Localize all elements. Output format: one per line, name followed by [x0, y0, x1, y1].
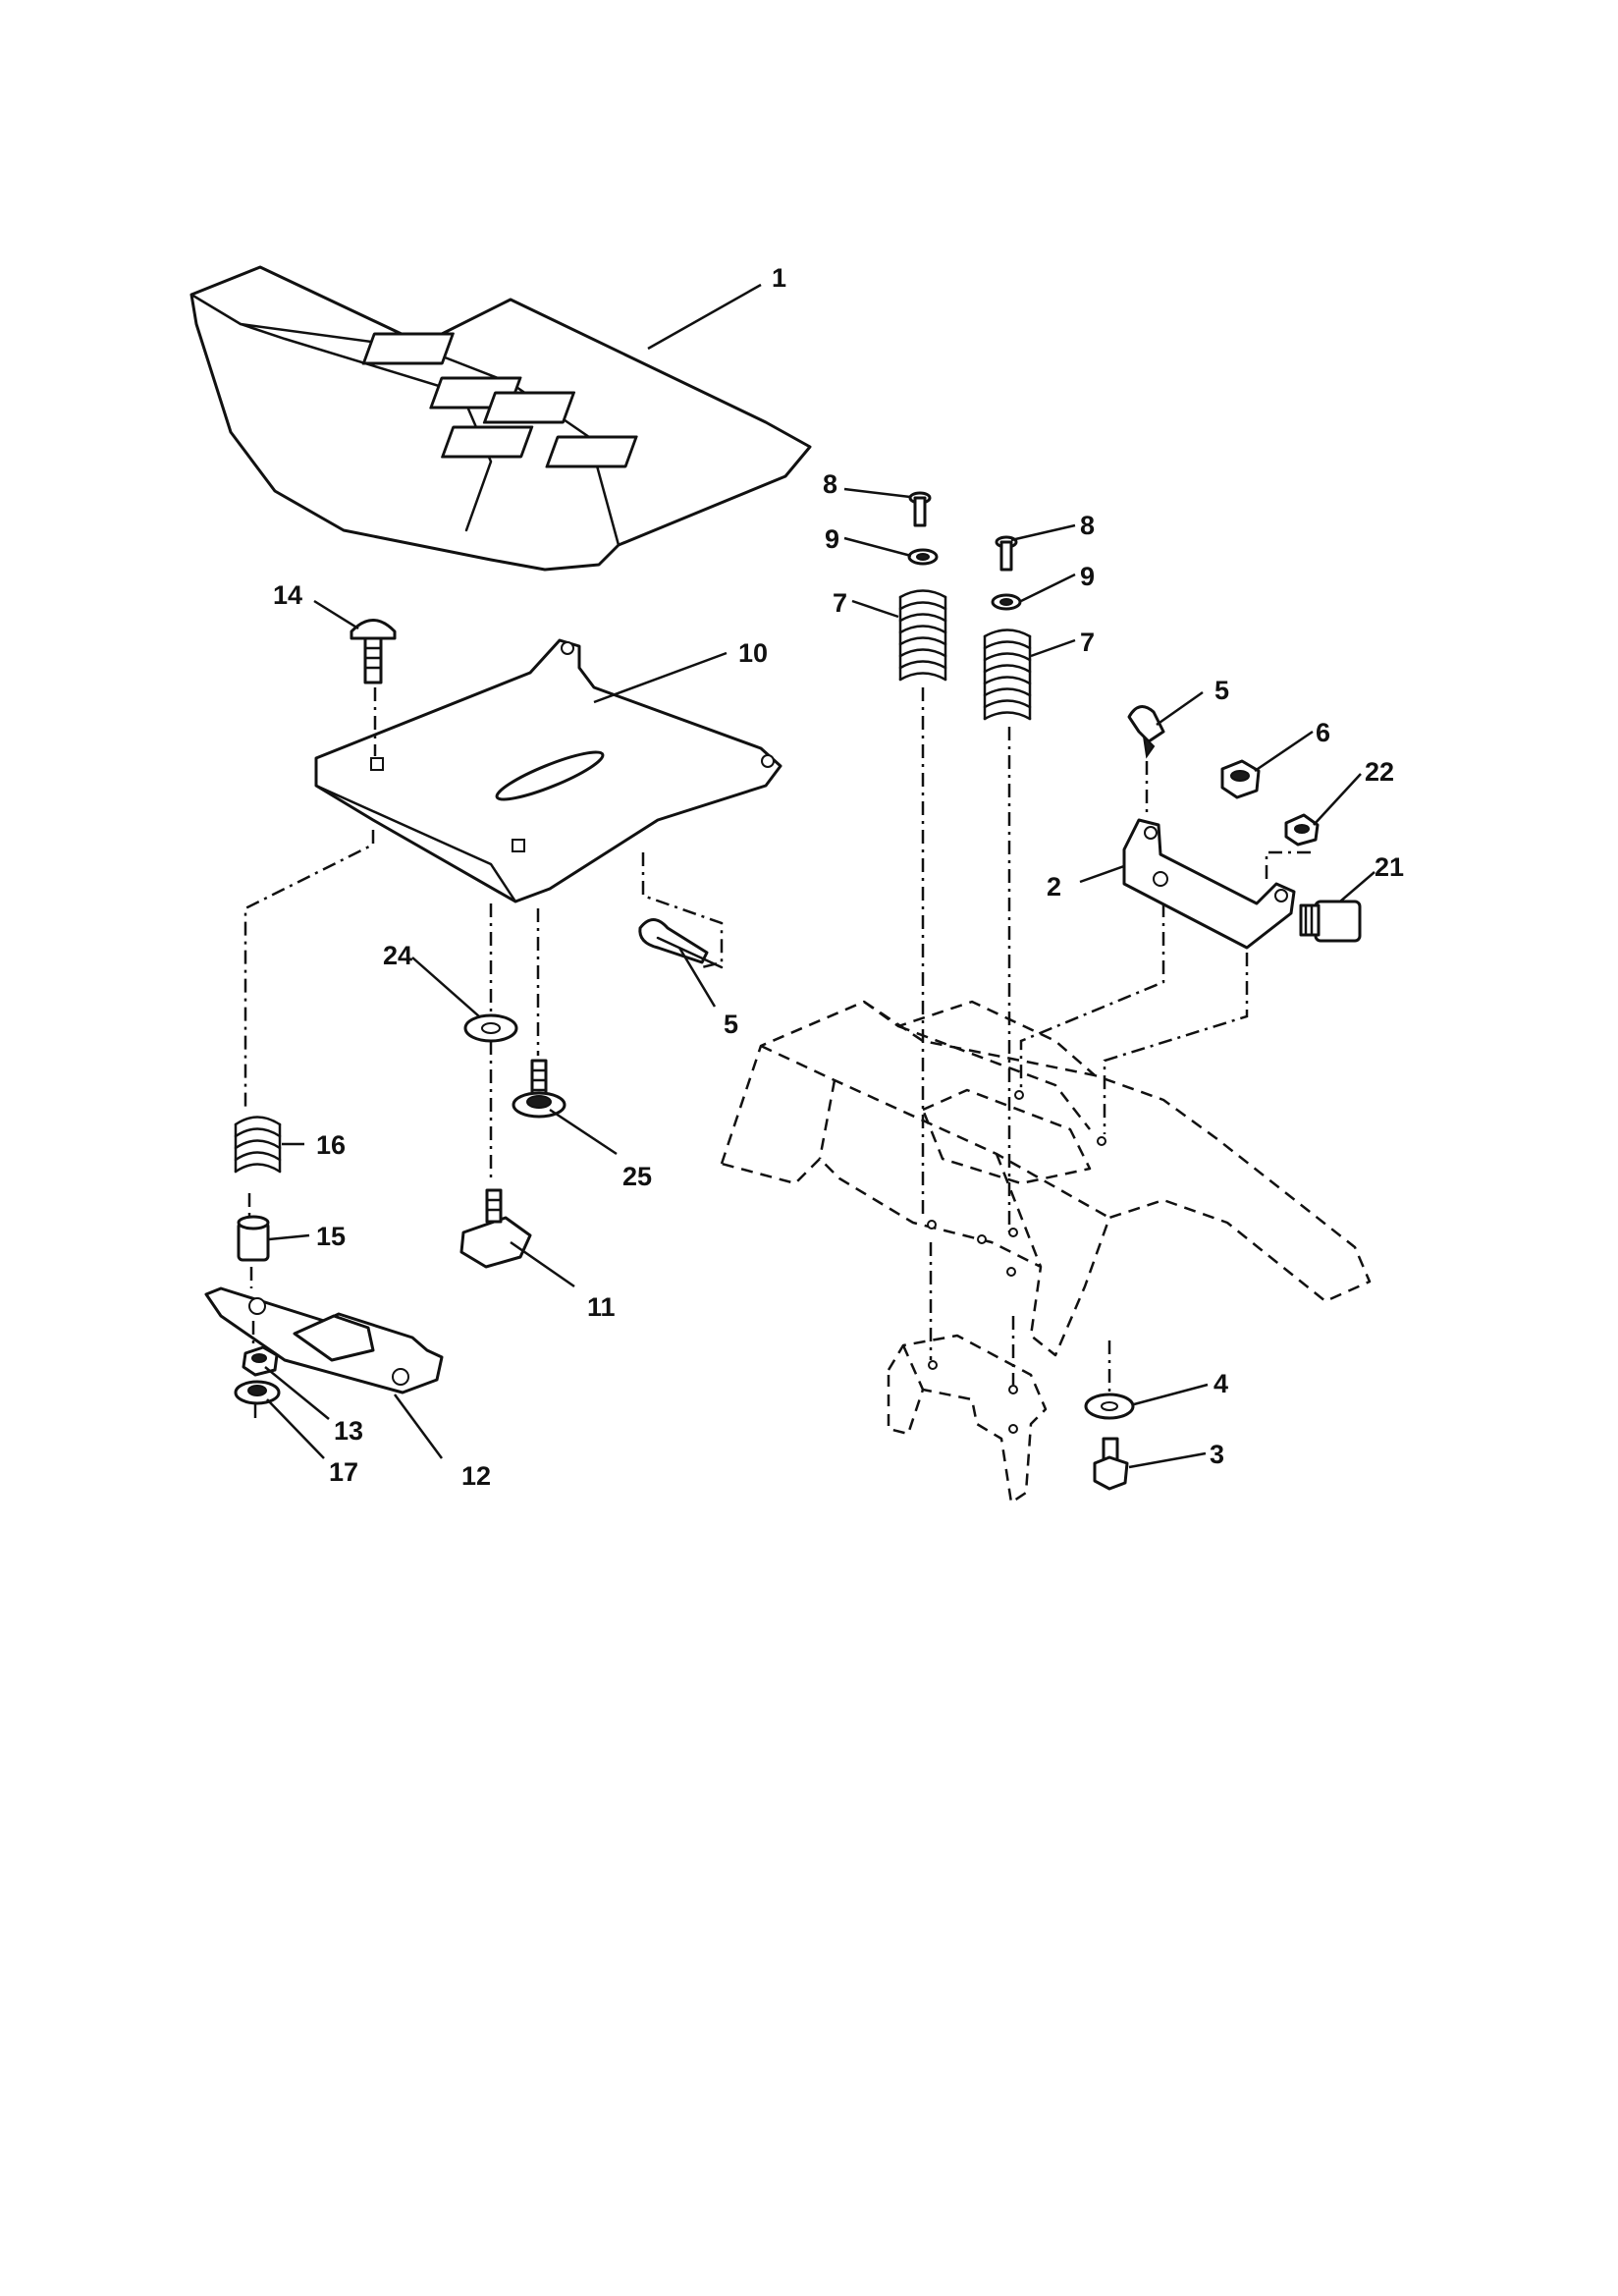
callout-10: 10: [738, 638, 768, 668]
seat-slide-plate: [204, 1286, 444, 1394]
callout-21: 21: [1375, 852, 1404, 882]
assembly-centerlines: [243, 687, 1316, 1424]
seat-bracket: [1122, 818, 1296, 950]
callout-8-left: 8: [823, 469, 837, 499]
callout-16: 16: [316, 1130, 346, 1160]
callout-22: 22: [1365, 757, 1394, 787]
callout-24: 24: [383, 941, 412, 970]
callout-12: 12: [461, 1461, 491, 1491]
callout-5-left: 5: [724, 1010, 738, 1039]
bolt-8-left: [908, 491, 932, 527]
flange-nut-17: [234, 1380, 281, 1405]
washer-9-left: [907, 548, 939, 566]
shoulder-screw-25: [512, 1059, 566, 1119]
carriage-bolt: [350, 619, 397, 684]
hairpin-clip-right: [1127, 705, 1165, 759]
spring-7-right: [983, 629, 1032, 721]
tractor-frame-phantom: [720, 1000, 1372, 1504]
callout-4: 4: [1214, 1369, 1228, 1398]
callout-11: 11: [587, 1292, 616, 1322]
callout-9-left: 9: [825, 524, 839, 554]
callout-8-right: 8: [1080, 511, 1095, 540]
callout-15: 15: [316, 1222, 346, 1251]
callout-14: 14: [273, 580, 302, 610]
adjustment-knob: [459, 1188, 532, 1269]
spacer-15: [237, 1215, 270, 1262]
callout-25: 25: [622, 1162, 652, 1191]
flat-washer-4: [1084, 1393, 1135, 1420]
callout-3: 3: [1210, 1440, 1224, 1469]
hex-bolt-3: [1093, 1437, 1129, 1491]
nut-22: [1284, 813, 1320, 847]
callout-7-right: 7: [1080, 628, 1095, 657]
leader-lines: [264, 283, 1375, 1469]
washer-9-right: [991, 593, 1022, 611]
callout-5-right: 5: [1214, 676, 1229, 705]
hairpin-clip-left: [638, 918, 724, 969]
callout-7-left: 7: [833, 588, 847, 618]
callout-6: 6: [1316, 718, 1330, 747]
callout-1: 1: [772, 263, 786, 293]
seat: [189, 265, 812, 572]
spring-7-left: [898, 589, 947, 682]
bolt-8-right: [995, 535, 1018, 572]
hex-nut-6: [1220, 759, 1261, 799]
callout-13: 13: [334, 1416, 363, 1446]
callout-labels: 1 2 3 4 5 5 6 7 7 8 8 9 9 10 11 12 13 14…: [273, 263, 1404, 1491]
lock-nut-13: [242, 1345, 279, 1377]
seat-pan: [314, 638, 782, 903]
flat-washer-24: [463, 1013, 518, 1043]
callout-2: 2: [1047, 872, 1061, 902]
shoulder-bolt-21: [1299, 900, 1362, 943]
callout-9-right: 9: [1080, 562, 1095, 591]
callout-17: 17: [329, 1457, 358, 1487]
coil-spring-16: [234, 1116, 282, 1174]
